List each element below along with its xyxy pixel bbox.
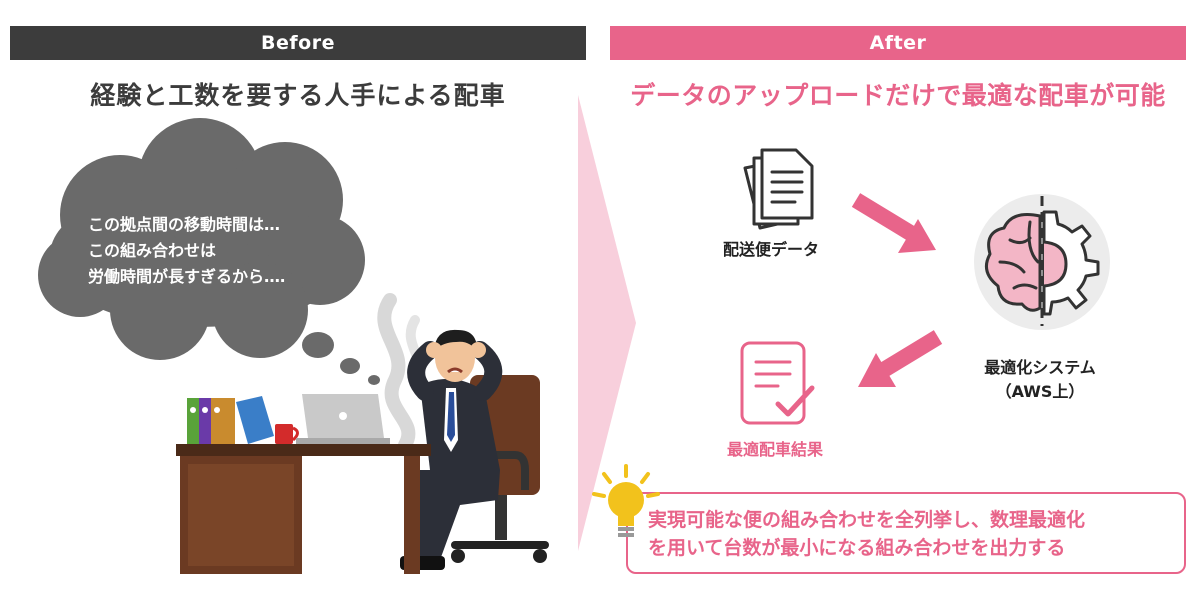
before-title: 経験と工数を要する人手による配車: [90, 81, 506, 110]
thought-text: この拠点間の移動時間は… この組み合わせは 労働時間が長すぎるから‥‥: [88, 212, 368, 290]
thought-line-3: 労働時間が長すぎるから‥‥: [88, 267, 286, 286]
system-label: 最適化システム （AWS上）: [950, 356, 1130, 404]
system-label-line-2: （AWS上）: [995, 382, 1085, 401]
result-label: 最適配車結果: [726, 440, 823, 459]
summary-line-2: を用いて台数が最小になる組み合わせを出力する: [648, 537, 1066, 559]
before-header: Before: [10, 26, 586, 60]
system-label-line-1: 最適化システム: [984, 358, 1096, 377]
summary-line-1: 実現可能な便の組み合わせを全列挙し、数理最適化: [648, 509, 1086, 531]
transition-arrow-icon: [578, 95, 636, 551]
after-header: After: [610, 26, 1186, 60]
thought-line-2: この組み合わせは: [88, 241, 217, 260]
thought-line-1: この拠点間の移動時間は…: [88, 215, 281, 234]
summary-box: [626, 492, 1186, 574]
input-data-label: 配送便データ: [722, 240, 819, 259]
after-title: データのアップロードだけで最適な配車が可能: [630, 81, 1166, 110]
summary-text: 実現可能な便の組み合わせを全列挙し、数理最適化 を用いて台数が最小になる組み合わ…: [648, 506, 1178, 562]
